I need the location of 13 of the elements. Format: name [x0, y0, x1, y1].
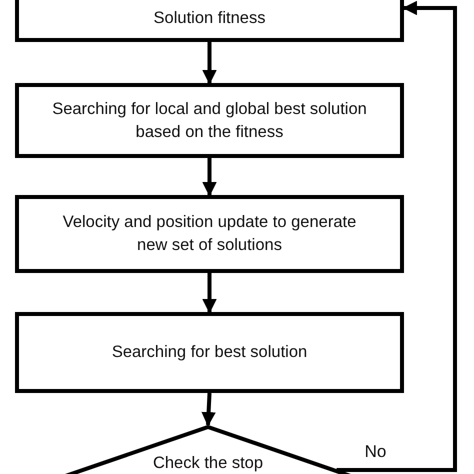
process-box	[15, 195, 404, 273]
process-box	[15, 83, 404, 158]
process-text: Velocity and position update to generate new set of solutions	[62, 212, 358, 256]
arrow	[202, 273, 217, 314]
arrow	[202, 42, 217, 84]
decision-text: Check the stop	[152, 453, 264, 474]
process-box	[15, 312, 404, 393]
arrow	[201, 392, 216, 426]
arrow	[202, 158, 217, 196]
process-text: Searching for local and global best solution based on the fitness	[51, 98, 368, 142]
arrow	[336, 0, 457, 472]
process-text: Searching for best solution	[112, 342, 308, 363]
process-text: Solution fitness	[154, 8, 266, 29]
